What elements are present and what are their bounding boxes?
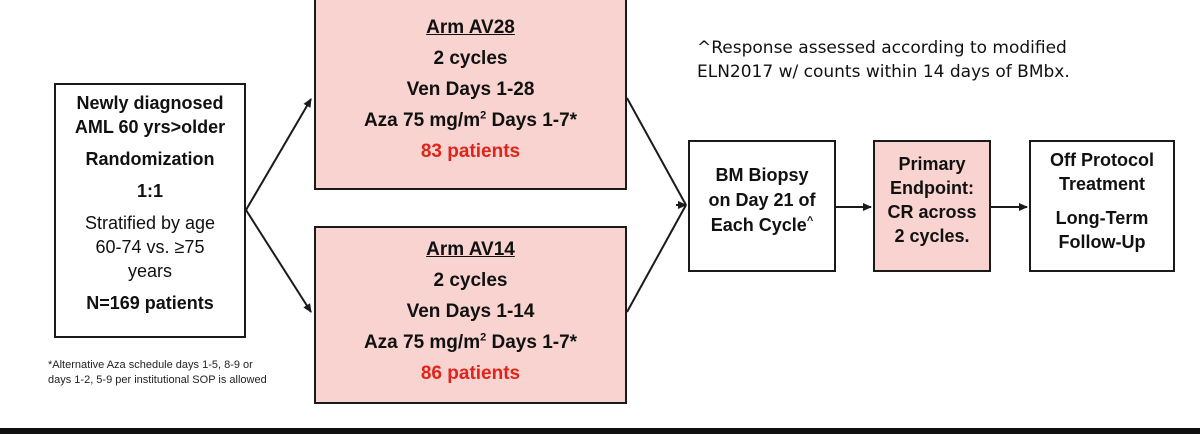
stratification-line1: Stratified by age [84,213,216,233]
off-line4: Follow-Up [1058,232,1146,252]
endpoint-line3: CR across [887,202,977,222]
arm1-aza: Aza 75 mg/m2 Days 1-7* [363,109,578,131]
footnote-line1: *Alternative Aza schedule days 1-5, 8-9 … [48,359,253,371]
endpoint-line1: Primary [898,154,966,174]
note-line1: ^Response assessed according to modified [697,38,1067,58]
stratification-line2: 60-74 vs. ≥75 [95,237,205,257]
total-patients: N=169 patients [86,293,214,313]
arm1-ven: Ven Days 1-28 [406,79,535,100]
off-line3: Long-Term [1055,208,1149,228]
arm1-patients: 83 patients [420,141,521,162]
arm2-patients: 86 patients [420,363,521,384]
endpoint-line2: Endpoint: [890,178,974,198]
note-line2: ELN2017 w/ counts within 14 days of BMbx… [697,62,1070,82]
response-note: ^Response assessed according to modified… [697,36,1177,84]
arm2-title: Arm AV14 [426,239,515,260]
biopsy-line2: on Day 21 of [708,190,816,210]
arm2-ven: Ven Days 1-14 [406,301,535,322]
arrow-start-to-arm2 [245,209,312,313]
bm-biopsy-box: BM Biopsy on Day 21 of Each Cycle^ [688,140,836,272]
aza-footnote: *Alternative Aza schedule days 1-5, 8-9 … [48,358,318,388]
arm-av28-box: Arm AV28 2 cycles Ven Days 1-28 Aza 75 m… [314,0,627,190]
start-line1: Newly diagnosed [76,93,224,113]
start-line2: AML 60 yrs>older [74,117,226,137]
primary-endpoint-box: Primary Endpoint: CR across 2 cycles. [873,140,991,272]
stratification-line3: years [127,261,172,281]
arrow-start-to-arm1 [245,98,312,211]
endpoint-line4: 2 cycles. [894,226,970,246]
randomization-ratio: 1:1 [136,181,163,201]
bottom-border [0,428,1200,434]
line-arm2-to-merge [626,204,687,313]
arm1-cycles: 2 cycles [433,48,508,69]
footnote-line2: days 1-2, 5-9 per institutional SOP is a… [48,374,267,386]
enrollment-box: Newly diagnosed AML 60 yrs>older Randomi… [54,83,246,338]
biopsy-line1: BM Biopsy [715,165,809,185]
arm1-title: Arm AV28 [426,17,515,38]
arm-av14-box: Arm AV14 2 cycles Ven Days 1-14 Aza 75 m… [314,226,627,404]
biopsy-line3: Each Cycle^ [710,215,814,235]
arm2-cycles: 2 cycles [433,270,508,291]
arm2-aza: Aza 75 mg/m2 Days 1-7* [363,331,578,353]
line-arm1-to-merge [626,97,687,206]
off-line1: Off Protocol [1050,150,1154,170]
off-protocol-box: Off Protocol Treatment Long-Term Follow-… [1029,140,1175,272]
randomization-label: Randomization [85,149,215,169]
off-line2: Treatment [1058,174,1146,194]
